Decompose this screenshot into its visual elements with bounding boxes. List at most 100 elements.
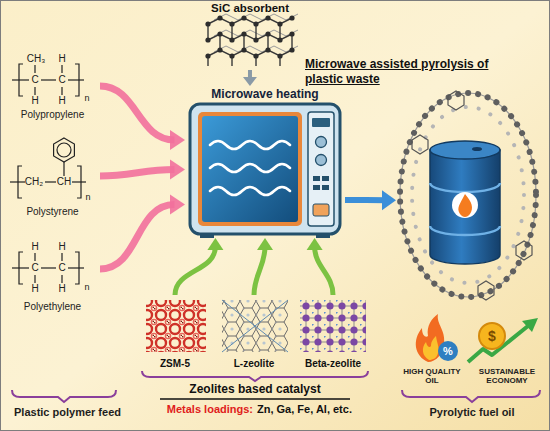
oil-barrel [472,147,482,151]
beta-zeolite-structure [300,300,366,352]
component-label: SiC absorbent [200,2,300,15]
polymer-bonds [34,253,35,261]
formula-atom: H [31,284,38,294]
arrow-head [170,160,185,180]
sic-lattice [205,15,294,58]
sic-lattice [289,31,294,36]
formula-atom: H [31,96,38,106]
microwave-oven [316,137,327,148]
microwave-oven [190,104,340,238]
sic-lattice [217,47,222,52]
group-label: Zeolites based catalyst [135,383,375,397]
benefit-label: SUSTAINABLE ECONOMY [470,367,544,385]
flow-arrow [100,205,175,269]
arrow-head [207,238,223,250]
polymer-bonds [12,64,84,96]
formula-atom: C [58,75,65,85]
sic-lattice [205,37,210,42]
formula-atom: CH [57,177,71,187]
flow-arrow [315,246,333,295]
polymer-bonds [75,252,79,284]
arrow-head [170,195,185,215]
icon-symbol: $ [488,329,496,343]
underline [160,398,350,399]
arrow-head [307,238,323,250]
sic-lattice [253,21,258,26]
sic-lattice [241,31,246,36]
zeolite-structure: Beta-zeolite [293,295,373,375]
molecule-ring [516,241,532,260]
flow-arrow [307,238,333,295]
formula-atom: C [31,75,38,85]
formula-atom: H [58,54,65,64]
formula-atom: n [84,283,89,292]
group-region: Zeolites based catalystMetals loadings:Z… [135,290,375,428]
benefit-icon: HIGH QUALITY OIL [398,312,466,392]
sic-lattice [229,37,234,42]
microwave-oven [312,118,330,127]
molecule-ring [412,135,428,154]
sic-lattice [277,21,282,26]
group-region: Plastic polymer feedPolypropylenePolysty… [0,40,135,428]
group-bracket [402,390,540,402]
sic-lattice [229,21,234,26]
polymer-name: Polyethylene [5,301,100,313]
sic-lattice [217,31,222,36]
polymer-bonds [19,252,23,284]
polymer-bonds [10,138,86,198]
sic-lattice [253,37,258,42]
flow-arrow [100,86,185,150]
l-zeolite-structure [222,300,288,352]
polymer-bonds [19,64,23,96]
polymer-bonds [41,267,56,268]
polymer-bonds [18,166,22,198]
polymer-bonds [34,65,35,73]
economy-icon [479,323,505,349]
microwave-oven [322,176,329,181]
polymer-bonds [34,87,35,95]
formula-atom: C [58,263,65,273]
flow-arrow [254,238,273,295]
icon-symbol: % [443,346,453,357]
formula-atom: CH₃ [27,54,46,64]
sic-lattice [241,47,246,52]
sic-lattice [265,31,270,36]
microwave-oven [322,185,329,190]
polymer-name: Polypropylene [5,109,100,121]
polymer-bonds [12,252,84,284]
polymer-bonds [12,267,29,268]
flow-arrow [254,246,265,295]
benefit-label: HIGH QUALITY OIL [402,367,462,385]
sic-lattice [217,15,222,20]
sic-lattice [208,56,280,66]
flow-arrow [175,238,223,295]
molecule-ring [412,107,524,283]
formula-atom: CH₂ [25,177,43,187]
l-zeolite-structure [222,300,288,352]
zeolite-structure: ZSM-5 [140,295,210,375]
group-label: Zn, Ga, Fe, Al, etc. [257,403,375,416]
molecule-ring [400,93,536,297]
formula-atom: H [58,242,65,252]
polymer-bonds [63,162,64,176]
molecule-ring [448,91,464,110]
zeolite-structure: L-zeolite [216,295,292,375]
zsm5-structure [146,300,206,352]
flow-arrow [345,190,396,210]
polymer-structure: Polystyrene [5,133,100,219]
microwave-unit: Microwave heating [185,86,345,238]
polymer-bonds [68,267,84,268]
sic-lattice [229,53,234,58]
polymer-bonds [61,253,62,261]
fire-icon [438,341,458,361]
flow-arrow [175,246,215,295]
flow-arrow [100,195,185,269]
microwave-oven [210,164,290,172]
group-region: Pyrolytic fuel oilHIGH QUALITY OILSUSTAI… [396,88,548,428]
zeolite-name: Beta-zeolite [293,358,373,370]
group-bracket [142,371,368,381]
sic-lattice [277,37,282,42]
formula-atom: H [58,96,65,106]
oil-barrel [430,141,500,159]
arrow-head [243,77,257,86]
